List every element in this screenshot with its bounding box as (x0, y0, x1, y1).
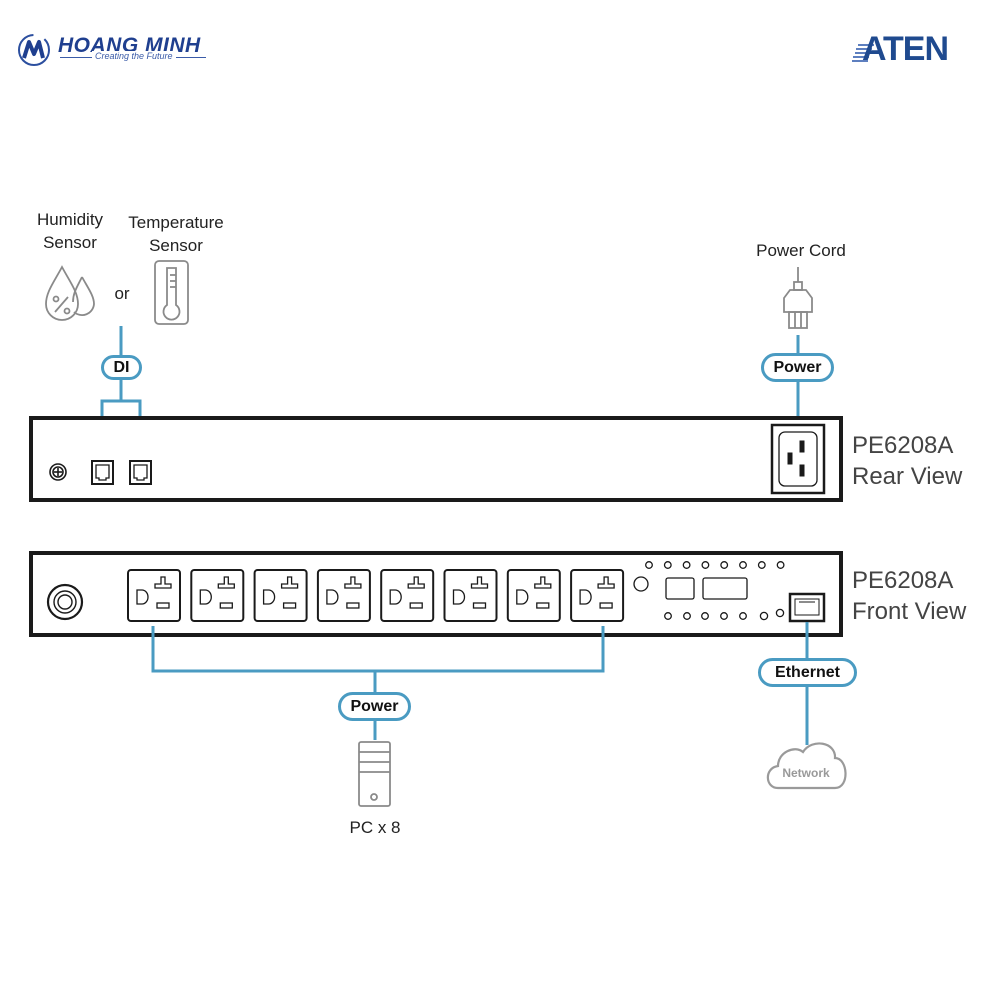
aten-name: ATEN (862, 30, 949, 68)
hoang-minh-logo: HOANG MINH Creating the Future (16, 30, 216, 70)
temperature-label-line1: Temperature (128, 213, 224, 232)
status-led-icon (645, 561, 653, 569)
power-cord-label: Power Cord (756, 241, 846, 260)
sensor-port-icon (129, 460, 152, 485)
status-led-icon (664, 612, 672, 620)
status-led-icon (776, 561, 785, 569)
status-led-icon (682, 561, 691, 569)
power-button-icon (46, 583, 84, 621)
sensor-port-icon (91, 460, 114, 485)
rear-model-name: PE6208A (852, 432, 954, 459)
aten-stripes-icon (852, 44, 874, 62)
aten-logo: ATEN (852, 30, 952, 70)
status-led-icon (720, 612, 728, 620)
status-led-icon (739, 612, 747, 620)
front-model-name: PE6208A (852, 567, 954, 594)
status-led-icon (663, 561, 672, 569)
pc-power-connector-badge: Power (338, 692, 411, 721)
display-panel (633, 561, 785, 621)
di-connector-badge: DI (101, 355, 142, 380)
c20-outlet-icon (506, 569, 561, 622)
temperature-sensor-label: Temperature Sensor (116, 211, 236, 257)
humidity-sensor-label: Humidity Sensor (22, 208, 118, 254)
status-led-icon (701, 561, 710, 569)
humidity-sensor-icon (45, 265, 95, 321)
humidity-label-line1: Humidity (36, 210, 104, 229)
ethernet-connector-badge: Ethernet (758, 658, 857, 687)
network-cloud-icon (766, 742, 847, 790)
front-view-label: PE6208A Front View (852, 565, 966, 627)
or-label: or (114, 284, 130, 303)
hoang-minh-emblem-icon (18, 34, 50, 66)
status-led-icon (701, 612, 709, 620)
status-led-icon (757, 561, 766, 569)
c20-outlet-icon (380, 569, 435, 622)
rear-view-chassis (29, 416, 843, 502)
c20-outlet-icon (190, 569, 245, 622)
pc-tower-icon (358, 741, 391, 807)
temperature-sensor-icon (154, 260, 189, 325)
temperature-label-line2: Sensor (149, 236, 203, 255)
status-led-icon (720, 561, 729, 569)
c20-outlet-icon (316, 569, 371, 622)
humidity-label-line2: Sensor (43, 233, 97, 252)
front-view-chassis (29, 551, 843, 637)
status-led-icon (739, 561, 747, 569)
c20-outlet-icon (443, 569, 498, 622)
c20-power-inlet-icon (770, 423, 826, 495)
c20-outlet-icon (570, 569, 625, 622)
network-cloud-label: Network (782, 766, 830, 780)
front-view-name: Front View (852, 598, 967, 625)
c20-outlet-icon (127, 569, 181, 622)
status-led-icon (759, 611, 769, 621)
power-plug-icon (783, 267, 813, 329)
status-led-icon (683, 612, 691, 620)
rear-view-name: Rear View (852, 463, 963, 490)
ground-screw-icon (49, 463, 67, 481)
c20-outlet-icon (253, 569, 308, 622)
ethernet-port-icon (788, 592, 826, 623)
status-led-icon (775, 608, 785, 618)
rear-view-label: PE6208A Rear View (852, 430, 962, 492)
pc-label: PC x 8 (349, 818, 401, 837)
pc-power-lines (151, 626, 605, 740)
hoang-minh-tagline: Creating the Future (92, 51, 176, 61)
power-cord-connector-badge: Power (761, 353, 834, 382)
